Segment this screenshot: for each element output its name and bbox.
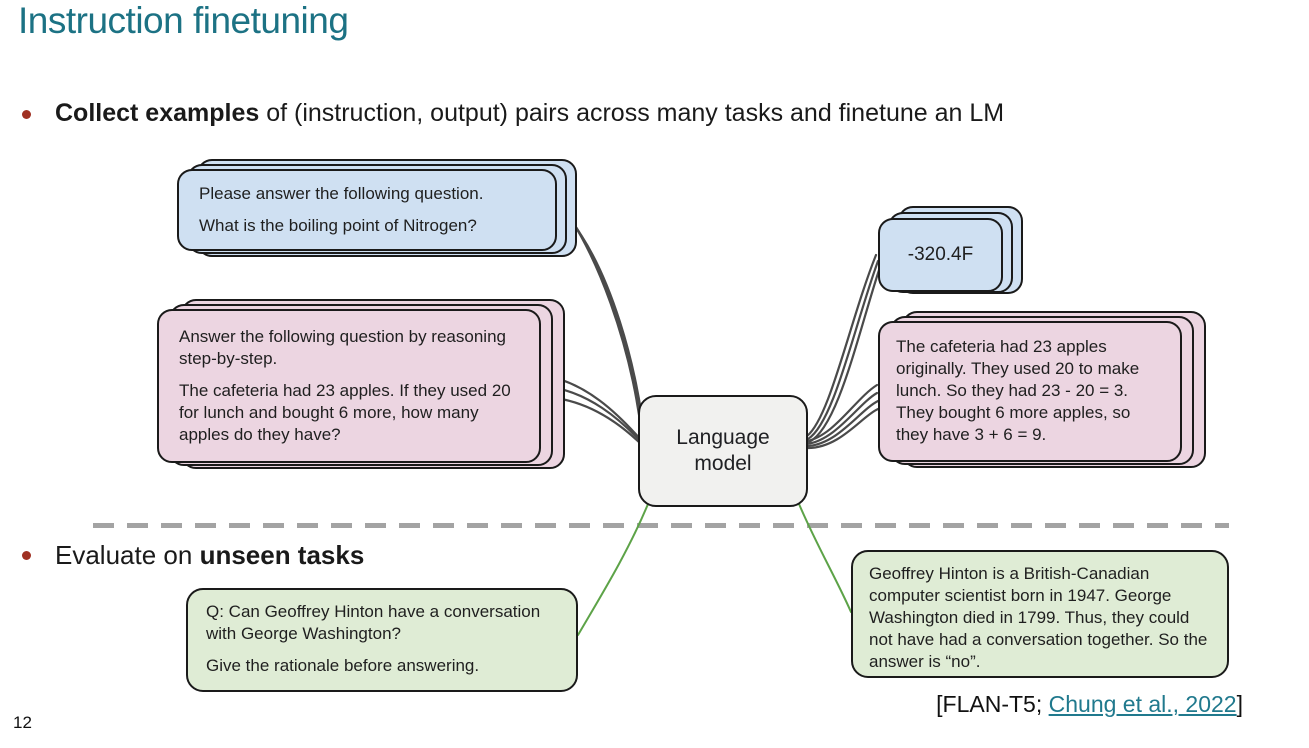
eval-input-card: Q: Can Geoffrey Hinton have a conversati…	[186, 588, 578, 692]
bullet-evaluate-text: Evaluate on unseen tasks	[55, 540, 364, 571]
card-paragraph: Answer the following question by reasoni…	[179, 327, 506, 369]
citation: [FLAN-T5; Chung et al., 2022]	[936, 691, 1243, 718]
eval-output-card: Geoffrey Hinton is a British-Canadian co…	[851, 550, 1229, 678]
bullet-pre-text: Evaluate on	[55, 540, 200, 570]
slide-title: Instruction finetuning	[18, 0, 349, 41]
page-number: 12	[13, 713, 32, 732]
citation-link[interactable]: Chung et al., 2022	[1048, 691, 1237, 717]
card-paragraph: Please answer the following question.	[199, 184, 484, 203]
bullet-marker	[22, 110, 31, 119]
citation-suffix: ]	[1236, 691, 1243, 717]
citation-prefix: [FLAN-T5;	[936, 691, 1049, 717]
card-paragraph: Geoffrey Hinton is a British-Canadian co…	[869, 564, 1208, 672]
bullet-bold-text: Collect examples	[55, 99, 260, 127]
language-model-box: Language model	[638, 395, 808, 507]
train-output-qa-card: -320.4F	[878, 218, 1003, 292]
train-eval-divider	[93, 523, 1229, 528]
bullet-marker	[22, 551, 31, 560]
card-paragraph: The cafeteria had 23 apples originally. …	[896, 337, 1140, 445]
bullet-bold-text: unseen tasks	[199, 540, 365, 570]
card-paragraph: What is the boiling point of Nitrogen?	[199, 216, 477, 236]
train-output-connectors	[805, 253, 882, 450]
language-model-label: Language model	[676, 425, 770, 475]
card-paragraph: Give the rationale before answering.	[206, 656, 480, 676]
card-paragraph: -320.4F	[907, 243, 974, 265]
card-paragraph: The cafeteria had 23 apples. If they use…	[179, 381, 511, 445]
bullet-collect-examples: Collect examples of (instruction, output…	[22, 99, 1004, 128]
bullet-collect-examples-text: Collect examples of (instruction, output…	[55, 99, 1004, 128]
train-input-cot-card: Answer the following question by reasoni…	[157, 309, 541, 463]
card-paragraph: Q: Can Geoffrey Hinton have a conversati…	[206, 602, 541, 644]
bullet-rest-text: of (instruction, output) pairs across ma…	[259, 99, 1005, 127]
bullet-evaluate: Evaluate on unseen tasks	[22, 540, 364, 571]
train-output-cot-card: The cafeteria had 23 apples originally. …	[878, 321, 1182, 462]
train-input-qa-card: Please answer the following question. Wh…	[177, 169, 557, 251]
